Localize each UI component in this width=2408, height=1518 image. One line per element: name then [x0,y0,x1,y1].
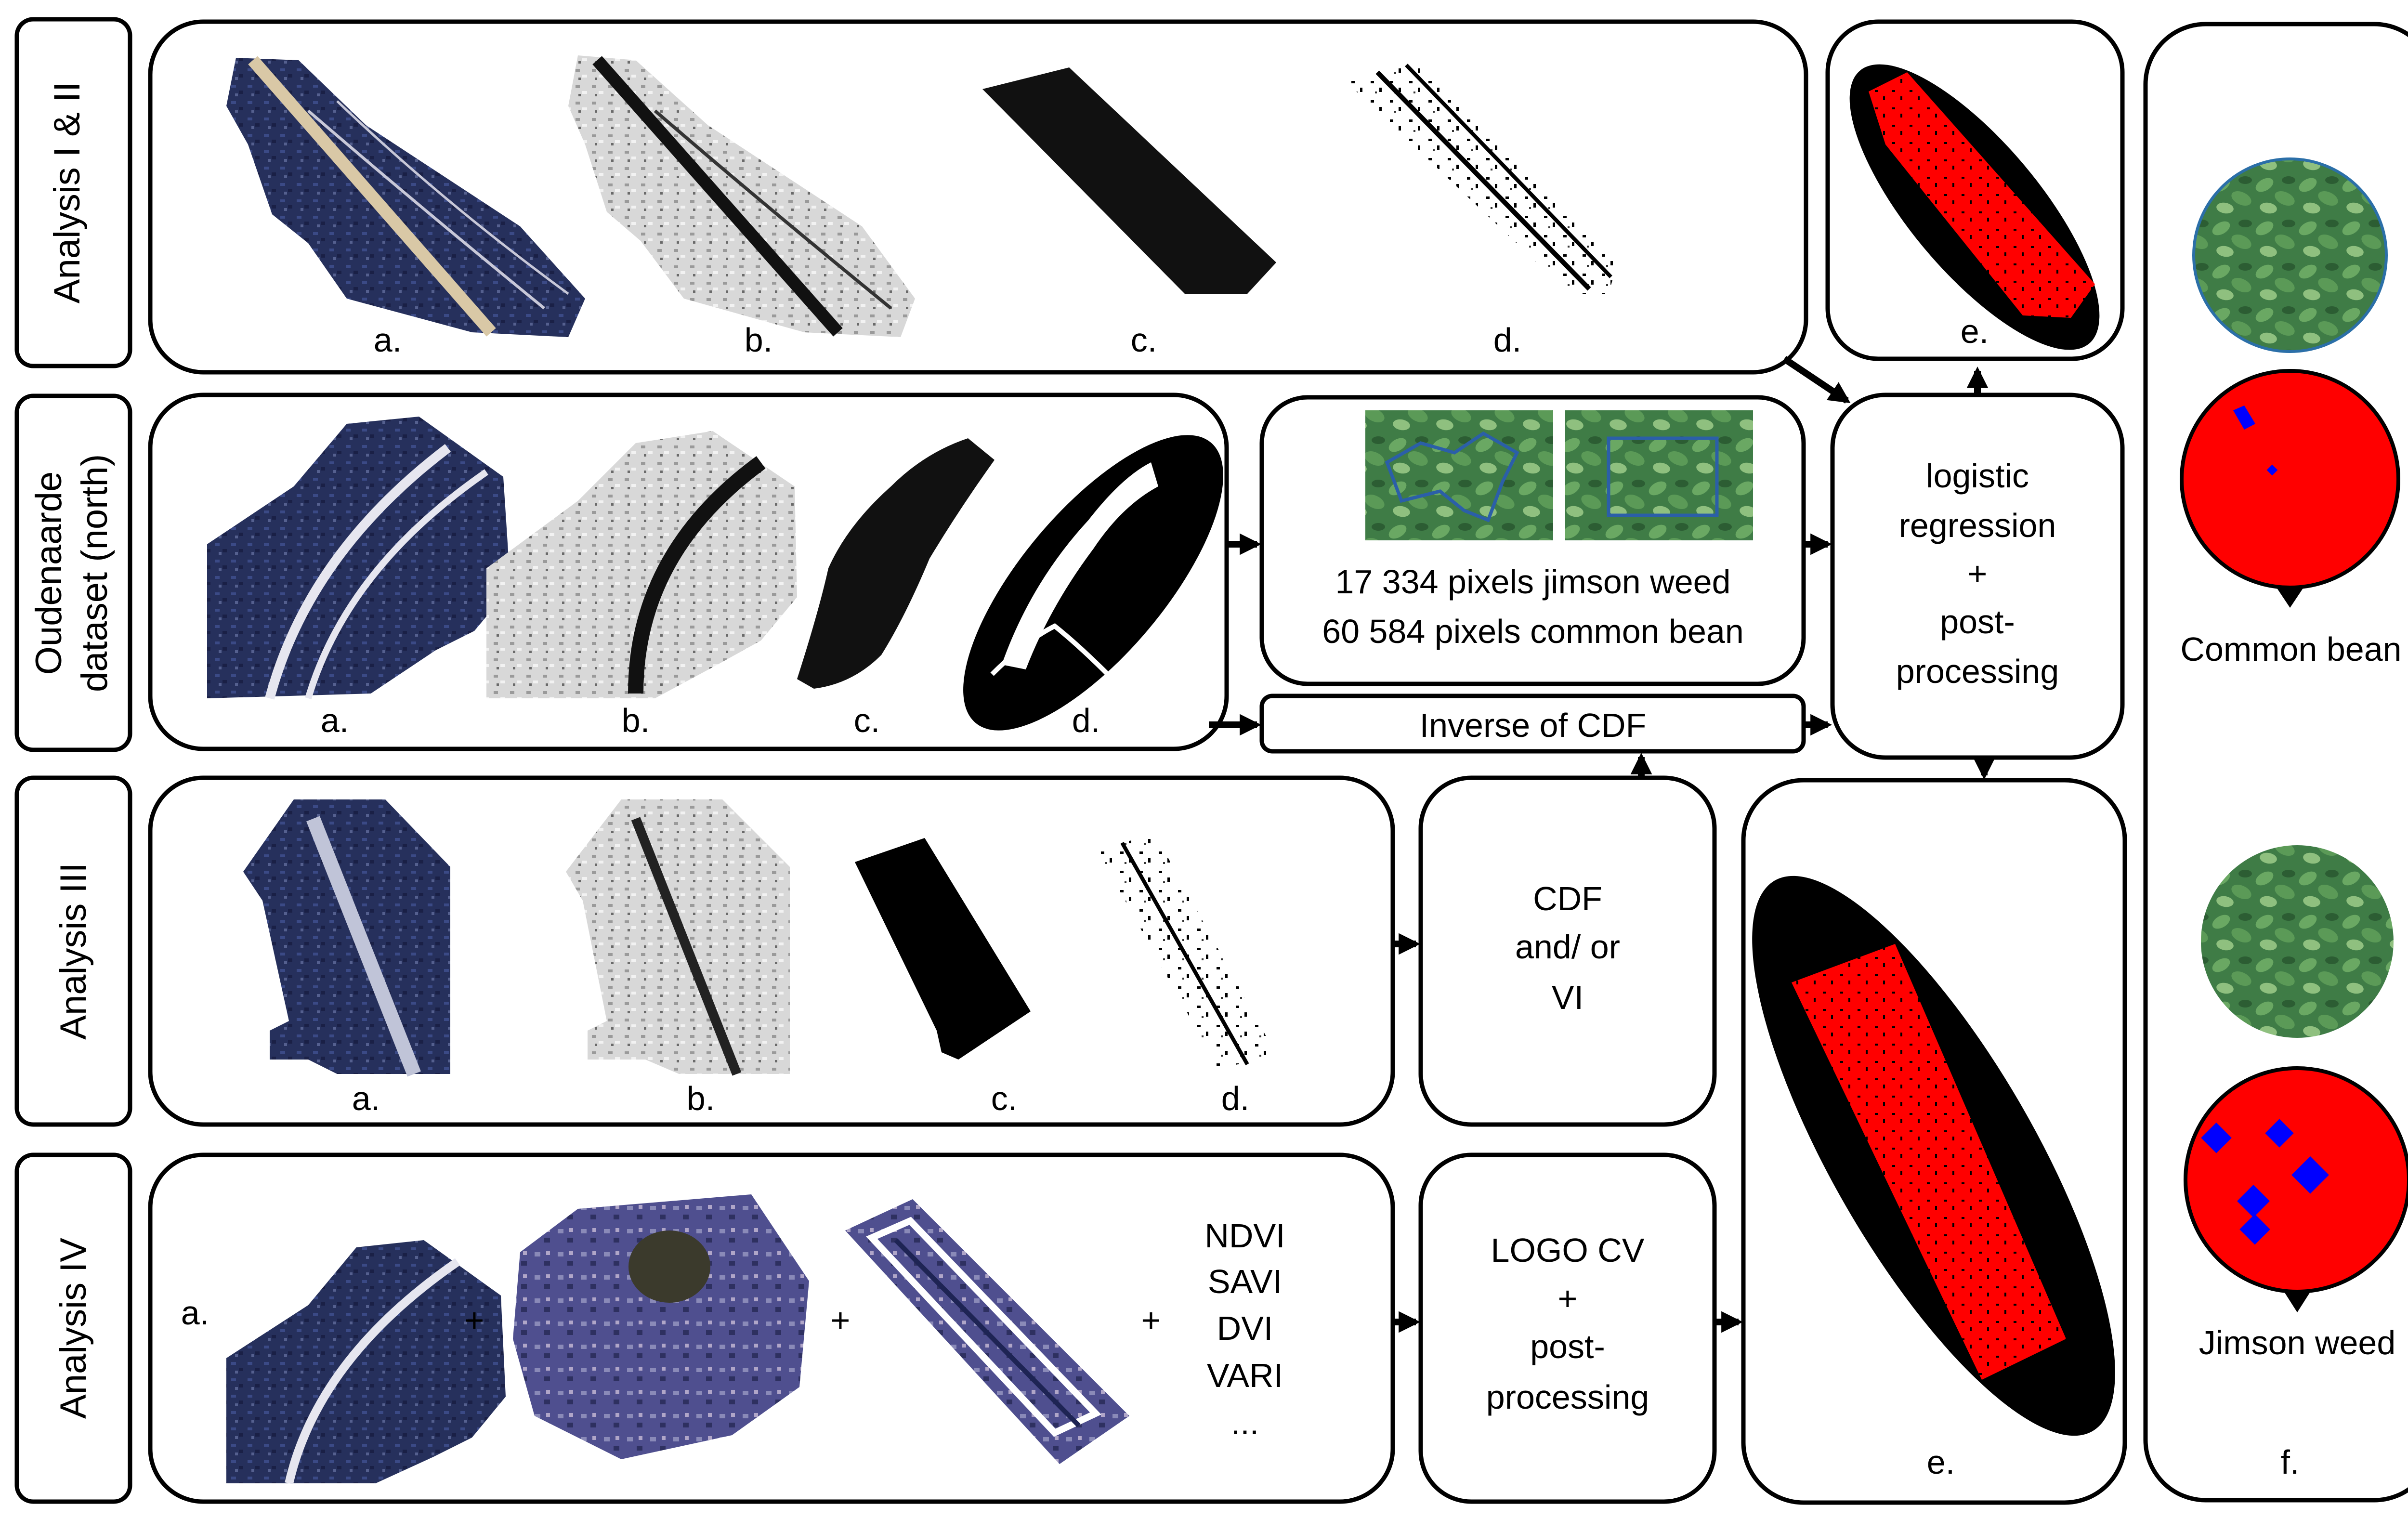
label-box-analysis-3 [14,775,132,1127]
vi-list-5: ... [1231,1404,1259,1441]
caption-r1-b: b. [745,321,772,359]
caption-f: f. [2281,1443,2300,1481]
logo-cv-line-1: LOGO CV [1491,1231,1645,1269]
vi-list-4: VARI [1207,1357,1283,1394]
label-analysis-1-2: Analysis I & II [47,82,88,303]
image-b-oudenaarde [486,431,797,698]
image-d-oudenaarde-ellipse [963,435,1223,731]
caption-r3-c: c. [991,1080,1017,1117]
caption-r3-a: a. [352,1080,380,1117]
vi-list-1: NDVI [1204,1217,1285,1255]
caption-r2-a: a. [321,702,349,739]
caption-r2-b: b. [622,702,650,739]
image-a-analysis3 [243,799,450,1077]
image-a-orthomosaic [226,56,585,337]
image-e-top-classification [1849,64,2100,350]
box-cdf-vi [1418,775,1717,1127]
image-r4-orthomosaic-1 [226,1240,506,1485]
vi-list-3: DVI [1217,1309,1273,1347]
image-a-oudenaarde [207,417,510,700]
image-c-analysis3-mask [855,838,1031,1060]
inverse-cdf-label: Inverse of CDF [1420,707,1647,744]
image-b-grayscale [568,55,915,337]
image-r4-orthomosaic-2 [513,1194,809,1459]
image-e-main-classification [1752,876,2115,1436]
label-oudenaarde-line1: Oudenaarde [28,471,69,675]
label-box-analysis-4 [14,1152,132,1504]
cdf-vi-line-3: VI [1552,979,1584,1016]
image-c-oudenaarde-mask [797,438,995,689]
map-common-bean-callout [2180,369,2400,608]
caption-r2-d: d. [1072,702,1100,739]
caption-r3-b: b. [687,1080,715,1117]
vi-list-2: SAVI [1208,1263,1282,1300]
logistic-line-1: logistic [1926,457,2029,495]
plus-3: + [1141,1301,1161,1339]
logistic-line-3: + [1968,555,1988,592]
photo-common-bean [2192,157,2388,353]
caption-e-main: e. [1927,1443,1955,1481]
image-common-bean-sample [1565,410,1753,540]
label-oudenaarde-line2: dataset (north) [74,454,115,692]
training-common-bean-count: 60 584 pixels common bean [1322,613,1744,650]
label-analysis-4: Analysis IV [53,1238,94,1419]
map-jimson-weed-callout [2184,1066,2408,1312]
box-logo-cv [1418,1152,1717,1504]
label-box-analysis-1-2 [14,17,132,368]
label-box-oudenaarde [14,393,132,752]
caption-e-top: e. [1961,313,1989,350]
arrow-row1-to-logistic [1782,356,1851,404]
training-jimson-weed-count: 17 334 pixels jimson weed [1335,563,1730,601]
logistic-line-4: post- [1940,603,2015,641]
caption-r1-a: a. [374,321,402,359]
image-c-field-mask [982,67,1276,294]
image-d-threshold [1346,63,1618,294]
logo-cv-line-2: + [1558,1280,1578,1317]
logistic-line-2: regression [1899,507,2056,544]
caption-r1-d: d. [1493,321,1521,359]
box-inverse-cdf [1259,694,1806,754]
logo-cv-line-4: processing [1486,1378,1649,1416]
label-jimson-weed: Jimson weed [2199,1324,2396,1361]
logistic-line-5: processing [1896,653,2059,690]
flow-arrows [1209,356,1995,1333]
image-b-analysis3 [566,799,790,1076]
cdf-vi-line-2: and/ or [1515,928,1620,966]
photo-jimson-weed [2201,845,2394,1038]
caption-r3-d: d. [1221,1080,1249,1117]
label-common-bean: Common bean [2180,630,2401,668]
label-analysis-3: Analysis III [53,863,94,1039]
image-r4-orthomosaic-3 [845,1199,1129,1464]
caption-r4-a: a. [181,1294,209,1332]
caption-r2-c: c. [854,702,880,739]
plus-1: + [465,1301,484,1339]
cdf-vi-line-1: CDF [1533,880,1602,917]
plus-2: + [831,1301,851,1339]
image-jimson-weed-sample [1365,410,1553,540]
image-d-analysis3-threshold [1096,836,1276,1069]
caption-r1-c: c. [1131,321,1157,359]
logo-cv-line-3: post- [1530,1328,1605,1365]
